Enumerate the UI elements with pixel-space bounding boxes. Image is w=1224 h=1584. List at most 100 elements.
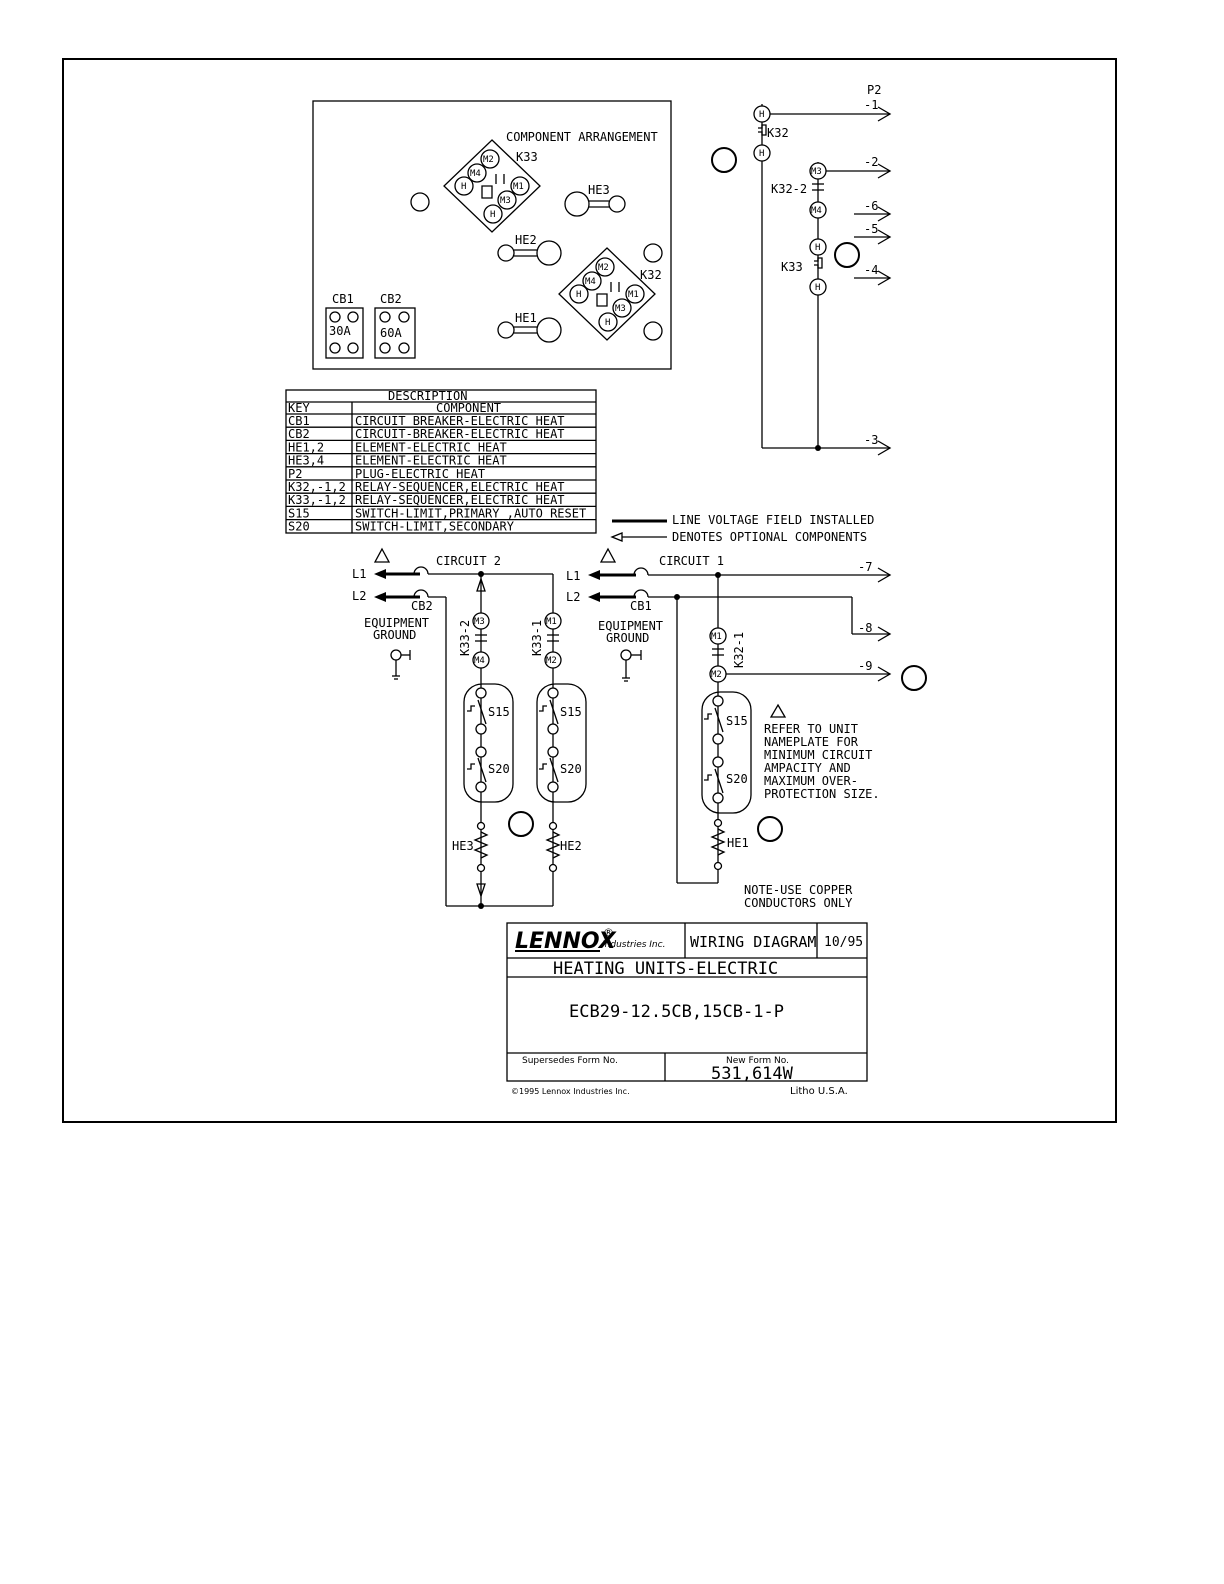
k32-1-pin-m1: M1 — [711, 632, 722, 642]
p2-label: P2 — [867, 83, 881, 97]
k33-2-pin-m4: M4 — [474, 656, 485, 666]
description-row-component: PLUG-ELECTRIC HEAT — [355, 467, 485, 481]
pin4-arrow-icon — [854, 270, 892, 286]
he3-schematic-label: HE3 — [452, 839, 474, 853]
c2a-s20-label: S20 — [488, 762, 510, 776]
mounting-hole — [643, 321, 663, 341]
description-row-key: K33,-1,2 — [288, 493, 346, 507]
k33-relay-block: K33 M2 M4 H M1 M3 H — [443, 139, 541, 233]
drawing-frame — [62, 58, 1117, 1123]
s15-switch-icon — [539, 699, 559, 725]
c2-l2-label: L2 — [352, 589, 366, 603]
out9-arrow-icon — [877, 666, 892, 682]
pin3-arrow-icon — [877, 440, 892, 456]
note-refer-line: MINIMUM CIRCUIT — [764, 748, 872, 762]
k33-terminal-h-top: H — [815, 243, 820, 253]
k33-pin-m1: M1 — [513, 182, 524, 192]
k32-2-terminal-m3: M3 — [811, 167, 822, 177]
description-row-component: SWITCH-LIMIT,PRIMARY ,AUTO RESET — [355, 506, 586, 520]
note-refer-line: REFER TO UNIT — [764, 722, 858, 736]
callout-circle — [711, 147, 737, 173]
callout-circle — [508, 811, 534, 837]
circuit-1: CIRCUIT 1 L1 L2 CB1 -7 -8 EQUIPMENT GROU… — [566, 547, 892, 884]
out8-arrow-icon — [877, 626, 892, 642]
l1-arrow-icon — [374, 569, 386, 579]
k32-pin-h2: H — [605, 318, 610, 328]
c1-s15-label: S15 — [726, 714, 748, 728]
model-label: ECB29-12.5CB,15CB-1-P — [569, 1002, 784, 1022]
k32-pin-m3: M3 — [615, 304, 626, 314]
note-refer-line: AMPACITY AND — [764, 761, 851, 775]
title-block: LENNOX ® Industries Inc. WIRING DIAGRAM … — [506, 922, 868, 1097]
optional-arrow-icon — [476, 576, 486, 592]
cb2-breaker-symbol — [413, 566, 429, 575]
he3-resistor-icon — [473, 831, 489, 859]
s20-switch-icon — [467, 757, 487, 783]
optional-arrow-icon — [610, 532, 623, 542]
ground-icon — [390, 649, 411, 680]
he1-schematic-label: HE1 — [727, 836, 749, 850]
he1-label: HE1 — [515, 311, 537, 325]
description-row-component: SWITCH-LIMIT,SECONDARY — [355, 520, 515, 534]
pin2-arrow-icon — [877, 163, 892, 179]
description-col-key: KEY — [288, 401, 310, 415]
k33-pin-m2: M2 — [483, 155, 494, 165]
he1-element-terminal: HE1 — [497, 311, 562, 343]
legend: LINE VOLTAGE FIELD INSTALLED DENOTES OPT… — [610, 513, 874, 544]
k32-terminal-h-bottom: H — [759, 149, 764, 159]
out-7-label: -7 — [858, 560, 872, 574]
p2-plug-ladder: P2 H K32 H -1 M3 K32-2 M4 -2 -6 -5 H K33… — [753, 83, 892, 456]
description-row-key: HE3,4 — [288, 454, 324, 468]
new-form-label: New Form No. — [726, 1056, 789, 1066]
pin-3-label: -3 — [864, 433, 878, 447]
k33-1-pin-m2: M2 — [546, 656, 557, 666]
junction-dot — [815, 445, 821, 451]
he1-resistor-icon — [710, 828, 726, 856]
cb1-label: CB1 — [332, 292, 354, 306]
k33-terminal-h-bottom: H — [815, 283, 820, 293]
out-8-label: -8 — [858, 621, 872, 635]
l1-arrow-icon — [588, 570, 600, 580]
c1-ground-label-2: GROUND — [606, 631, 649, 645]
k33-2-pin-m3: M3 — [474, 617, 485, 627]
component-arrangement-panel: COMPONENT ARRANGEMENT K33 M2 M4 H M1 M3 … — [312, 100, 672, 370]
l2-arrow-icon — [588, 592, 600, 602]
k32-plug-label: K32 — [767, 126, 789, 140]
pin-4-label: -4 — [864, 263, 878, 277]
s20-switch-icon — [539, 757, 559, 783]
k33-pin-m3: M3 — [500, 196, 511, 206]
k33-relay-label: K33 — [516, 150, 538, 164]
k33-1-pin-m1: M1 — [546, 617, 557, 627]
callout-circle — [834, 242, 860, 268]
he2-resistor-icon — [545, 831, 561, 859]
lennox-logo: LENNOX — [515, 929, 617, 954]
component-arrangement-title: COMPONENT ARRANGEMENT — [506, 130, 658, 144]
k33-pin-m4: M4 — [470, 169, 481, 179]
description-row-key: P2 — [288, 467, 302, 481]
nameplate-note: REFER TO UNIT NAMEPLATE FOR MINIMUM CIRC… — [764, 703, 880, 801]
pin1-arrow-icon — [877, 106, 892, 122]
out-9-label: -9 — [858, 659, 872, 673]
k32-pin-m1: M1 — [628, 290, 639, 300]
warning-triangle-icon — [373, 547, 391, 563]
cb1-breaker: CB1 30A — [325, 292, 364, 359]
subject-label: HEATING UNITS-ELECTRIC — [553, 959, 778, 979]
warning-triangle-icon — [599, 547, 617, 563]
he2-label: HE2 — [515, 233, 537, 247]
out7-arrow-icon — [877, 567, 892, 583]
k32-1-pin-m2: M2 — [711, 670, 722, 680]
description-row-component: ELEMENT-ELECTRIC HEAT — [355, 454, 507, 468]
cb2-rating: 60A — [380, 326, 402, 340]
c1-l1-label: L1 — [566, 569, 580, 583]
copyright-label: ©1995 Lennox Industries Inc. — [511, 1087, 630, 1096]
k32-relay-label: K32 — [640, 268, 662, 282]
cb1-schematic-label: CB1 — [630, 599, 652, 613]
industries-label: Industries Inc. — [602, 940, 665, 950]
k32-pin-m4: M4 — [585, 277, 596, 287]
supersedes-label: Supersedes Form No. — [522, 1056, 618, 1066]
description-row-key: HE1,2 — [288, 440, 324, 454]
doc-type-label: WIRING DIAGRAM — [690, 933, 816, 951]
note-refer-line: NAMEPLATE FOR — [764, 735, 859, 749]
c2b-s15-label: S15 — [560, 705, 582, 719]
